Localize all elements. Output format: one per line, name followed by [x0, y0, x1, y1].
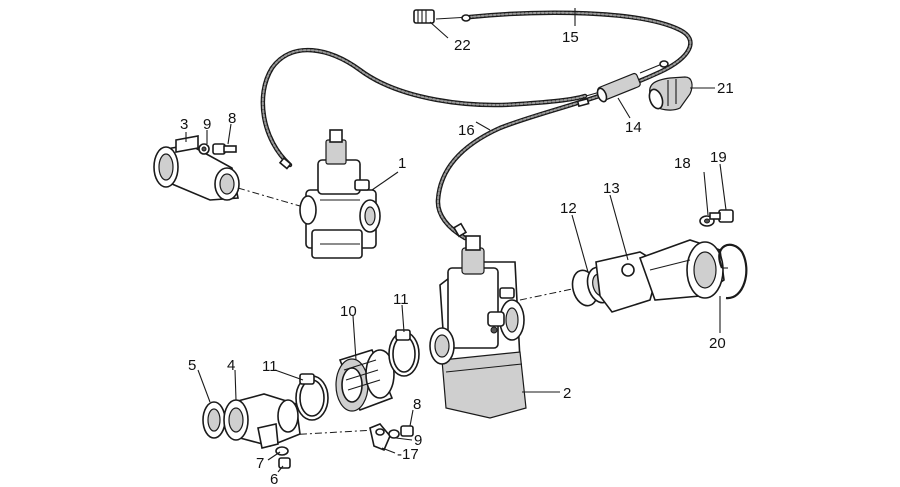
carburetor-1: [299, 129, 381, 259]
nut-6: [278, 457, 291, 469]
intake-manifold-13: [595, 239, 725, 313]
callout-12: 12: [560, 200, 577, 217]
rubber-boot-21: [648, 76, 693, 111]
callout-19: 19: [710, 149, 727, 166]
screw-8-bottom: [400, 425, 414, 437]
callout-15: 15: [562, 29, 579, 46]
callout-11-left: 11: [262, 358, 278, 375]
intake-manifold-3: [153, 135, 240, 201]
spring-clip-20: [718, 243, 748, 300]
leader-lines: [185, 8, 727, 473]
gasket-5: [202, 401, 226, 439]
callout-2: 2: [563, 385, 571, 402]
rubber-sleeve-10: [335, 349, 395, 412]
hose-clamp-11-right: [388, 329, 420, 377]
callout-17: -17: [397, 446, 419, 463]
callout-8-top: 8: [228, 110, 236, 127]
hose-clamp-11-left: [295, 373, 329, 421]
cable-adjuster-22: [413, 9, 435, 24]
callout-9-top: 9: [203, 116, 211, 133]
washer-9-bottom: [388, 429, 400, 439]
callout-14: 14: [625, 119, 642, 136]
callout-8-bottom: 8: [413, 396, 421, 413]
axis-line-upper: [237, 187, 301, 207]
callout-10: 10: [340, 303, 357, 320]
callout-7: 7: [256, 455, 264, 472]
bolt-19: [709, 209, 734, 223]
intake-manifold-4: [223, 393, 301, 449]
callout-1: 1: [398, 155, 406, 172]
cable-adjuster-14: [585, 60, 669, 103]
cable-16: [260, 47, 588, 170]
callout-16: 16: [458, 122, 475, 139]
callout-4: 4: [227, 357, 235, 374]
callout-6: 6: [270, 471, 278, 487]
callout-labels: 22 15 21 14 16 3 9 8 1 18 19 12 13 20 10…: [180, 29, 734, 487]
washer-9-top: [198, 143, 210, 155]
bracket-17: [369, 423, 391, 452]
callout-13: 13: [603, 180, 620, 197]
callout-5: 5: [188, 357, 196, 374]
carburetor-2: [429, 235, 527, 419]
callout-20: 20: [709, 335, 726, 352]
callout-9-bottom: 9: [414, 432, 422, 449]
screw-8-top: [212, 143, 237, 155]
callout-18: 18: [674, 155, 691, 172]
callout-3: 3: [180, 116, 188, 133]
callout-11-right: 11: [393, 291, 409, 308]
callout-22: 22: [454, 37, 471, 54]
callout-21: 21: [717, 80, 734, 97]
